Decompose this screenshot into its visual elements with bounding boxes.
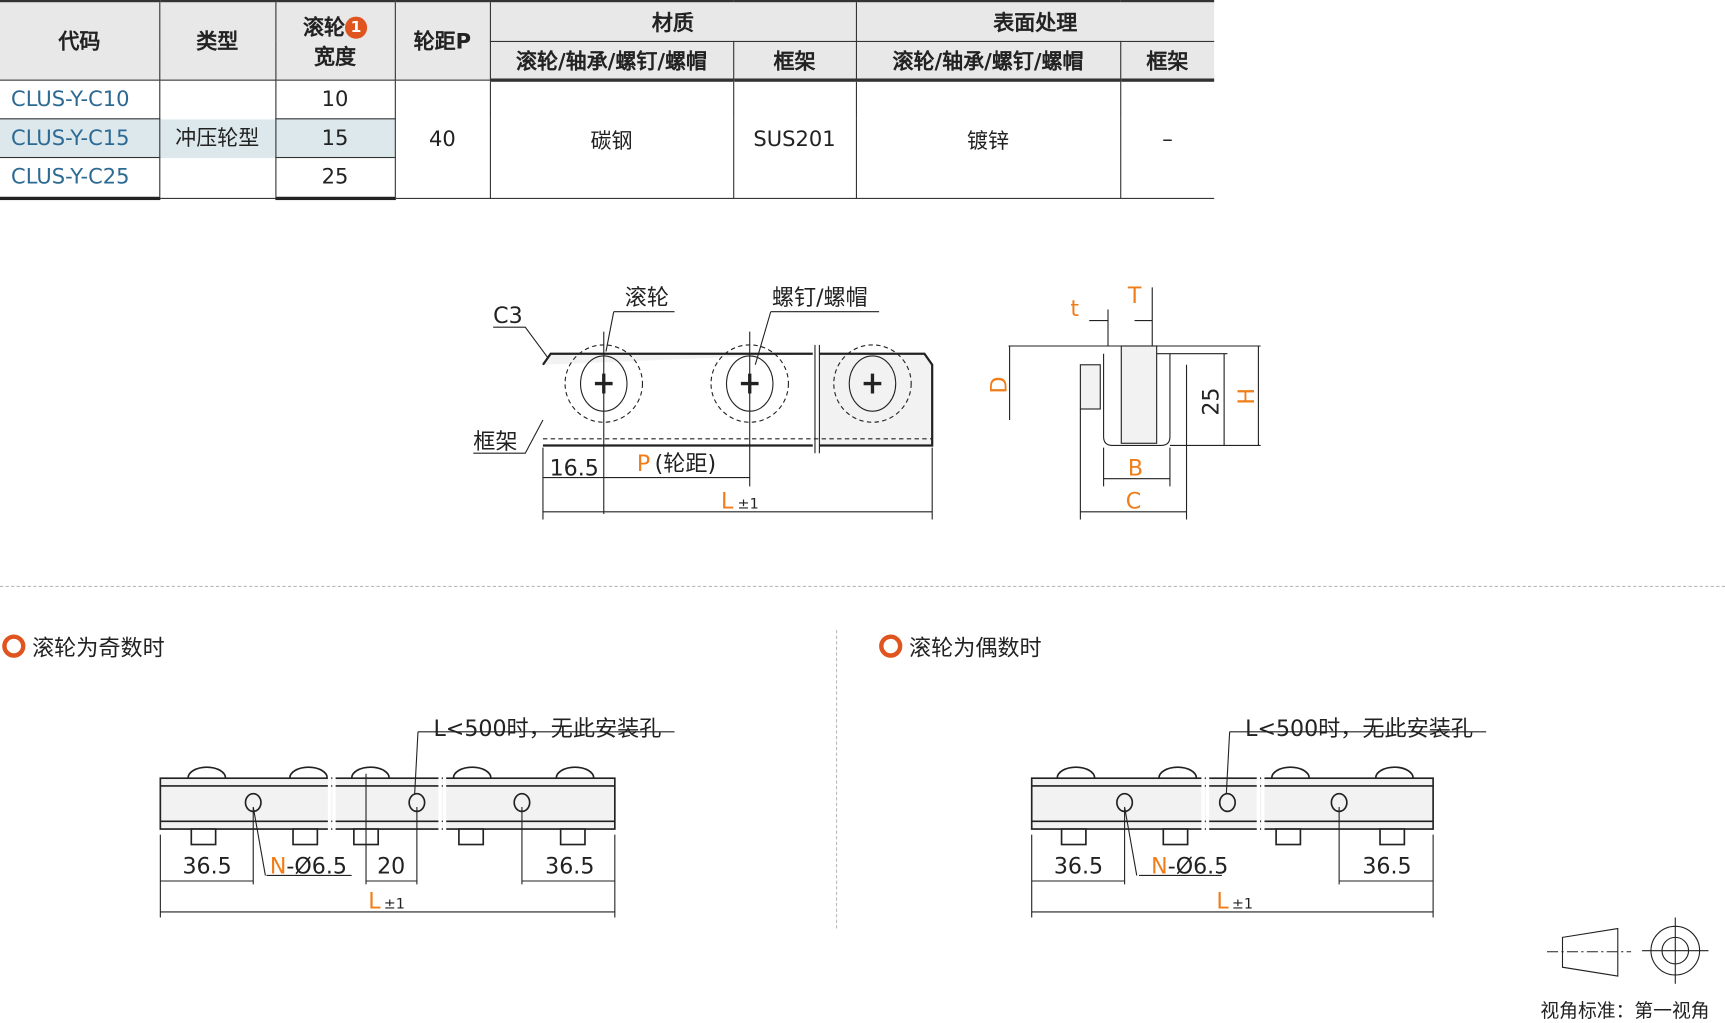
part-code[interactable]: CLUS-Y-C25 <box>0 156 160 200</box>
even-dim-36-5-left: 36.5 <box>1054 853 1103 879</box>
header-roller-width-1: 滚轮 <box>302 15 346 40</box>
header-material: 材质 <box>489 0 857 42</box>
mat-frame-value: SUS201 <box>732 79 857 199</box>
width-value: 10 <box>274 79 396 119</box>
odd-dim-l: L <box>368 889 381 915</box>
dim-l-tol: ±1 <box>738 496 759 512</box>
dim-c: C <box>1126 488 1141 514</box>
header-mat-frame: 框架 <box>732 40 857 82</box>
even-rollers-drawing: L<500时，无此安装孔 36.5 N -Ø6.5 36.5 L ±1 <box>1030 716 1487 918</box>
type-cell: 冲压轮型 <box>158 79 276 199</box>
odd-dim-36-5-right: 36.5 <box>545 853 594 879</box>
header-surf-frame: 框架 <box>1119 40 1215 82</box>
c3-label: C3 <box>493 303 523 329</box>
even-dim-36-5-right: 36.5 <box>1362 853 1411 879</box>
roller-3 <box>833 344 912 423</box>
odd-title-text: 滚轮为奇数时 <box>32 634 165 662</box>
even-dim-n: N <box>1151 853 1168 879</box>
dim-t-small: t <box>1070 296 1079 322</box>
part-code[interactable]: CLUS-Y-C10 <box>0 79 160 119</box>
odd-dim-20: 20 <box>377 853 405 879</box>
header-surface: 表面处理 <box>855 0 1215 42</box>
header-mat-roller: 滚轮/轴承/螺钉/螺帽 <box>489 40 734 82</box>
note-badge: 1 <box>345 16 368 39</box>
table-row: CLUS-Y-C25 25 <box>0 156 1214 200</box>
header-surf-roller: 滚轮/轴承/螺钉/螺帽 <box>855 40 1121 82</box>
type-value: 冲压轮型 <box>159 119 275 159</box>
even-dim-l: L <box>1216 889 1229 915</box>
odd-section-title: 滚轮为奇数时 <box>2 630 165 662</box>
dim-d: D <box>986 376 1012 393</box>
odd-dim-l-tol: ±1 <box>384 897 405 913</box>
view-standard-caption: 视角标准：第一视角 <box>1540 1000 1710 1023</box>
pitch-value: 40 <box>394 79 491 199</box>
even-dim-hole: -Ø6.5 <box>1168 853 1229 879</box>
section-divider-vertical <box>835 630 838 929</box>
even-note: L<500时，无此安装孔 <box>1245 716 1473 742</box>
screw-label: 螺钉/螺帽 <box>772 285 868 311</box>
even-section-title: 滚轮为偶数时 <box>879 630 1042 662</box>
width-value: 25 <box>274 156 395 200</box>
dim-l: L <box>721 488 734 514</box>
roller-label: 滚轮 <box>625 285 669 311</box>
odd-dim-n: N <box>270 853 287 879</box>
odd-note: L<500时，无此安装孔 <box>433 716 661 742</box>
dim-16-5: 16.5 <box>550 455 599 481</box>
surf-roller-value: 镀锌 <box>855 79 1121 199</box>
dim-25: 25 <box>1199 387 1225 415</box>
even-dim-l-tol: ±1 <box>1232 897 1253 913</box>
dim-b: B <box>1128 455 1143 481</box>
header-type: 类型 <box>158 0 276 81</box>
dim-p: P <box>637 451 650 477</box>
odd-dim-36-5-left: 36.5 <box>182 853 231 879</box>
surf-frame-value: – <box>1119 79 1215 199</box>
header-code: 代码 <box>0 0 160 81</box>
table-row: CLUS-Y-C10 冲压轮型 10 40 碳钢 SUS201 镀锌 – <box>0 79 1215 199</box>
header-pitch: 轮距P <box>394 0 491 81</box>
even-title-text: 滚轮为偶数时 <box>908 634 1042 662</box>
part-code[interactable]: CLUS-Y-C15 <box>0 117 160 158</box>
dim-p-note: (轮距) <box>655 451 716 477</box>
dim-h: H <box>1234 388 1260 405</box>
header-roller-width-2: 宽度 <box>314 45 357 70</box>
first-angle-projection-icon <box>1547 917 1709 984</box>
circle-bullet-icon <box>879 634 903 658</box>
front-view-drawing: C3 滚轮 螺钉/螺帽 框架 16.5 P (轮距) L ±1 t T D 25… <box>473 283 1261 520</box>
section-divider <box>0 585 1725 587</box>
circle-bullet-icon <box>2 634 26 658</box>
frame-label: 框架 <box>473 429 517 455</box>
mat-roller-value: 碳钢 <box>489 79 734 199</box>
odd-dim-hole: -Ø6.5 <box>286 853 347 879</box>
dim-t-big: T <box>1127 283 1142 309</box>
width-value: 15 <box>274 117 395 158</box>
odd-rollers-drawing: L<500时，无此安装孔 36.5 N -Ø6.5 20 36.5 L ±1 <box>159 716 675 918</box>
